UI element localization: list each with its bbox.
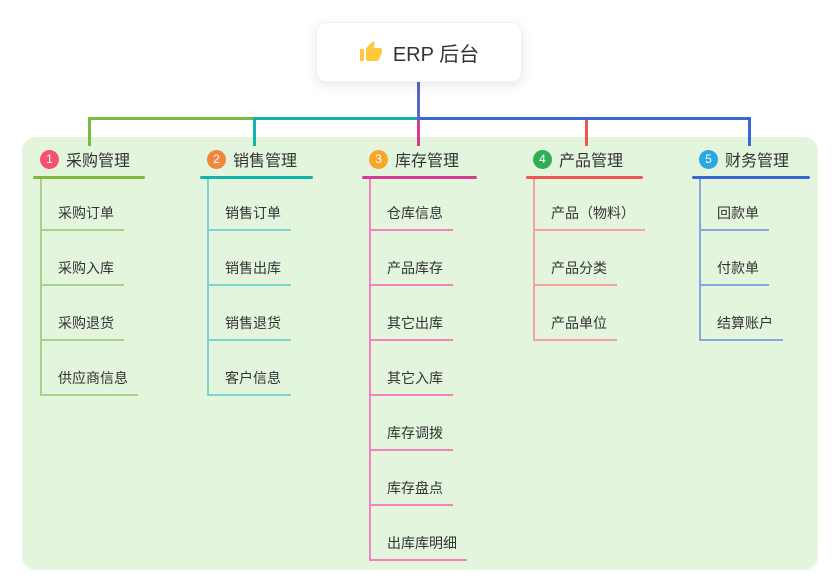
child-node-label: 采购订单 xyxy=(40,203,124,231)
connector-bus-right xyxy=(419,117,751,120)
child-node[interactable]: 回款单 xyxy=(699,179,783,231)
child-connector-line xyxy=(533,179,535,341)
child-node[interactable]: 客户信息 xyxy=(207,341,291,396)
branch-label: 财务管理 xyxy=(725,153,790,170)
child-node-label: 客户信息 xyxy=(207,368,291,396)
branch-4: 4 产品管理产品（物料） 产品分类产品单位 xyxy=(526,148,645,341)
branch-label: 销售管理 xyxy=(233,153,298,170)
child-node[interactable]: 采购入库 xyxy=(40,231,138,286)
branch-number-badge: 3 xyxy=(369,149,388,169)
branch-number-badge: 1 xyxy=(40,149,59,169)
child-node-label: 其它入库 xyxy=(369,368,453,396)
child-node-label: 产品库存 xyxy=(369,258,453,286)
child-node-label: 产品单位 xyxy=(533,313,617,341)
branch-node-2[interactable]: 2 销售管理 xyxy=(200,148,313,170)
branch-underline xyxy=(692,176,810,179)
root-node[interactable]: ERP 后台 xyxy=(316,22,522,82)
child-node-label: 结算账户 xyxy=(699,313,783,341)
branch-node-1[interactable]: 1 采购管理 xyxy=(33,148,145,170)
child-node[interactable]: 销售退货 xyxy=(207,286,291,341)
branch-children: 回款单付款单结算账户 xyxy=(699,179,783,341)
connector-drop-4 xyxy=(585,120,588,146)
branch-number-badge: 5 xyxy=(699,149,718,169)
child-connector-line xyxy=(40,179,42,396)
branch-2: 2 销售管理销售订单销售出库销售退货客户信息 xyxy=(200,148,313,396)
child-node[interactable]: 出库库明细 xyxy=(369,506,467,561)
branch-node-5[interactable]: 5 财务管理 xyxy=(692,148,810,170)
child-node[interactable]: 销售订单 xyxy=(207,179,291,231)
branch-children: 销售订单销售出库销售退货客户信息 xyxy=(207,179,291,396)
child-node-label: 回款单 xyxy=(699,203,769,231)
thumbs-up-icon xyxy=(359,41,382,61)
branch-1: 1 采购管理采购订单采购入库采购退货供应商信息 xyxy=(33,148,145,396)
child-node-label: 产品（物料） xyxy=(533,203,645,231)
child-node-label: 采购入库 xyxy=(40,258,124,286)
child-node[interactable]: 库存调拨 xyxy=(369,396,467,451)
child-node[interactable]: 仓库信息 xyxy=(369,179,467,231)
connector-bus-left-outer xyxy=(88,117,253,120)
child-node-label: 销售出库 xyxy=(207,258,291,286)
child-node[interactable]: 其它入库 xyxy=(369,341,467,396)
branch-5: 5 财务管理回款单付款单结算账户 xyxy=(692,148,810,341)
child-node-label: 供应商信息 xyxy=(40,368,138,396)
root-node-label: ERP 后台 xyxy=(392,43,480,66)
branch-underline xyxy=(362,176,477,179)
branch-underline xyxy=(526,176,643,179)
branch-label: 产品管理 xyxy=(559,153,624,170)
branch-number-badge: 2 xyxy=(207,149,226,169)
branch-children: 产品（物料） 产品分类产品单位 xyxy=(533,179,645,341)
child-node-label: 仓库信息 xyxy=(369,203,453,231)
branch-number-badge: 4 xyxy=(533,149,552,169)
branch-children: 仓库信息产品库存其它出库其它入库库存调拨库存盘点出库库明细 xyxy=(369,179,467,561)
connector-drop-2 xyxy=(253,120,256,146)
branch-underline xyxy=(200,176,313,179)
child-node-label: 库存盘点 xyxy=(369,478,453,506)
child-connector-line xyxy=(699,179,701,341)
child-node[interactable]: 结算账户 xyxy=(699,286,783,341)
child-node[interactable]: 产品分类 xyxy=(533,231,645,286)
connector-drop-3 xyxy=(417,120,420,146)
branch-node-3[interactable]: 3 库存管理 xyxy=(362,148,477,170)
child-node[interactable]: 产品库存 xyxy=(369,231,467,286)
branch-3: 3 库存管理仓库信息产品库存其它出库其它入库库存调拨库存盘点出库库明细 xyxy=(362,148,477,561)
child-node-label: 销售订单 xyxy=(207,203,291,231)
child-node[interactable]: 其它出库 xyxy=(369,286,467,341)
child-node-label: 付款单 xyxy=(699,258,769,286)
child-node[interactable]: 采购退货 xyxy=(40,286,138,341)
child-node[interactable]: 销售出库 xyxy=(207,231,291,286)
connector-bus-left-inner xyxy=(253,117,419,120)
child-node[interactable]: 产品单位 xyxy=(533,286,645,341)
child-node[interactable]: 采购订单 xyxy=(40,179,138,231)
child-node-label: 产品分类 xyxy=(533,258,617,286)
child-node[interactable]: 付款单 xyxy=(699,231,783,286)
mindmap-panel xyxy=(22,137,818,570)
branch-label: 采购管理 xyxy=(66,153,131,170)
child-node[interactable]: 供应商信息 xyxy=(40,341,138,396)
child-node[interactable]: 库存盘点 xyxy=(369,451,467,506)
branch-children: 采购订单采购入库采购退货供应商信息 xyxy=(40,179,138,396)
child-node[interactable]: 产品（物料） xyxy=(533,179,645,231)
child-node-label: 采购退货 xyxy=(40,313,124,341)
child-connector-line xyxy=(207,179,209,396)
branch-label: 库存管理 xyxy=(395,153,460,170)
connector-trunk xyxy=(417,82,420,120)
child-connector-line xyxy=(369,179,371,561)
child-node-label: 出库库明细 xyxy=(369,533,467,561)
branch-node-4[interactable]: 4 产品管理 xyxy=(526,148,643,170)
child-node-label: 其它出库 xyxy=(369,313,453,341)
connector-drop-1 xyxy=(88,120,91,146)
child-node-label: 库存调拨 xyxy=(369,423,453,451)
branch-underline xyxy=(33,176,145,179)
child-node-label: 销售退货 xyxy=(207,313,291,341)
connector-drop-5 xyxy=(748,120,751,146)
